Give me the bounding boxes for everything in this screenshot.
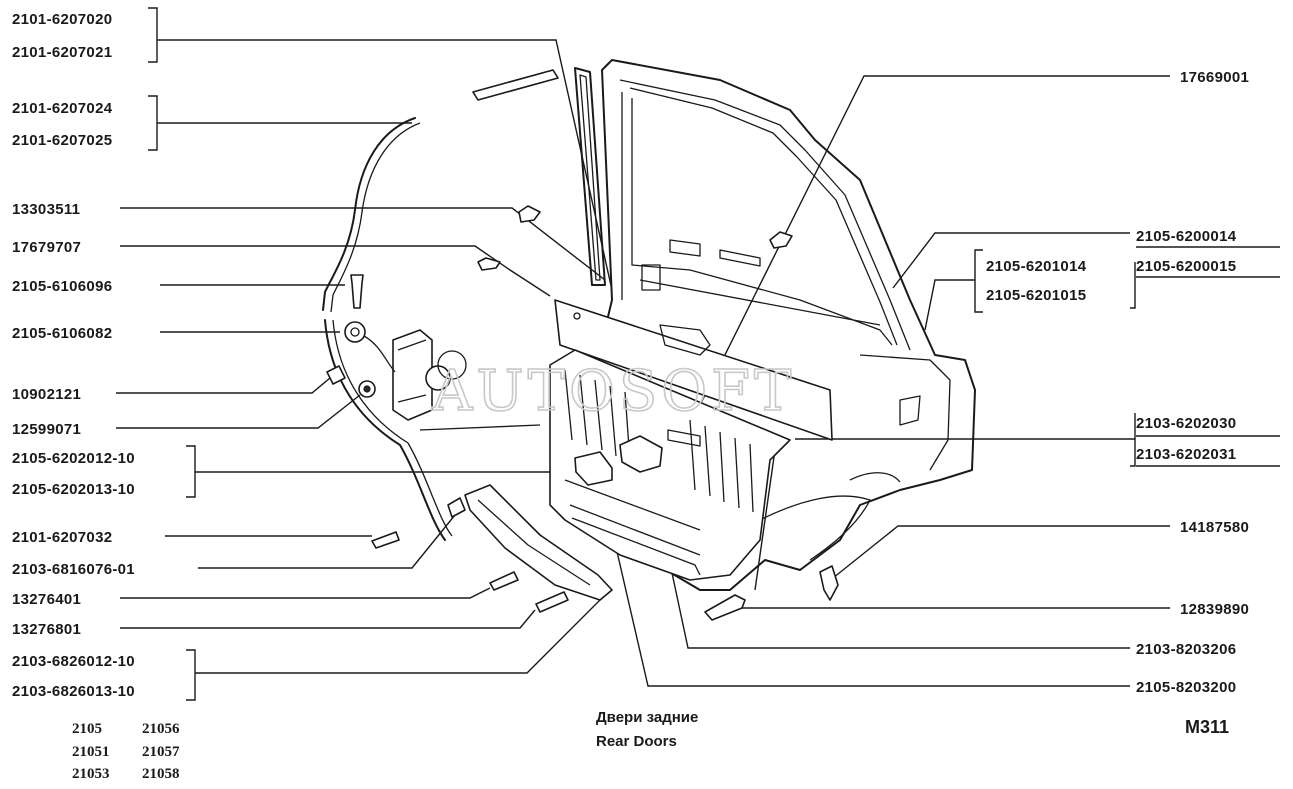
door-drawing	[322, 59, 976, 621]
label-13276801: 13276801	[12, 621, 81, 638]
model-21053: 21053	[72, 766, 110, 782]
model-2105: 2105	[72, 721, 102, 737]
label-2101-6207025: 2101-6207025	[12, 132, 112, 149]
label-13276401: 13276401	[12, 591, 81, 608]
label-2105-8203200: 2105-8203200	[1136, 679, 1236, 696]
label-2105-6106082: 2105-6106082	[12, 325, 112, 342]
model-21056: 21056	[142, 721, 180, 737]
label-2105-6202013-10: 2105-6202013-10	[12, 481, 135, 498]
label-12839890: 12839890	[1180, 601, 1249, 618]
label-13303511: 13303511	[12, 201, 80, 218]
left-labels: 2101-6207020 2101-6207021 2101-6207024 2…	[12, 11, 135, 700]
right-label-rules	[1136, 246, 1280, 467]
label-17679707: 17679707	[12, 239, 81, 256]
label-2101-6207032: 2101-6207032	[12, 529, 112, 546]
label-17669001: 17669001	[1180, 69, 1249, 86]
label-2105-6201015: 2105-6201015	[986, 287, 1086, 304]
caption-russian: Двери задние	[596, 709, 698, 726]
label-10902121: 10902121	[12, 386, 81, 403]
label-2103-8203206: 2103-8203206	[1136, 641, 1236, 658]
watermark-text: AUTOSOFT	[431, 359, 795, 424]
diagram-code: M311	[1185, 717, 1229, 737]
label-2101-6207020: 2101-6207020	[12, 11, 112, 28]
label-2103-6826012-10: 2103-6826012-10	[12, 653, 135, 670]
label-2105-6200015: 2105-6200015	[1136, 258, 1236, 275]
model-list: 2105 21056 21051 21057 21053 21058	[72, 721, 180, 782]
label-2105-6106096: 2105-6106096	[12, 278, 112, 295]
model-21051: 21051	[72, 744, 110, 760]
label-2103-6826013-10: 2103-6826013-10	[12, 683, 135, 700]
label-2101-6207021: 2101-6207021	[12, 44, 112, 61]
label-2103-6202030: 2103-6202030	[1136, 415, 1236, 432]
label-2103-6816076-01: 2103-6816076-01	[12, 561, 135, 578]
model-21057: 21057	[142, 744, 180, 760]
label-2105-6201014: 2105-6201014	[986, 258, 1087, 275]
caption-english: Rear Doors	[596, 733, 677, 750]
label-2101-6207024: 2101-6207024	[12, 100, 113, 117]
label-12599071: 12599071	[12, 421, 81, 438]
label-2103-6202031: 2103-6202031	[1136, 446, 1236, 463]
label-2105-6200014: 2105-6200014	[1136, 228, 1237, 245]
model-21058: 21058	[142, 766, 180, 782]
right-labels: 17669001 2105-6200014 2105-6201014 2105-…	[986, 69, 1249, 696]
label-14187580: 14187580	[1180, 519, 1249, 536]
label-2105-6202012-10: 2105-6202012-10	[12, 450, 135, 467]
